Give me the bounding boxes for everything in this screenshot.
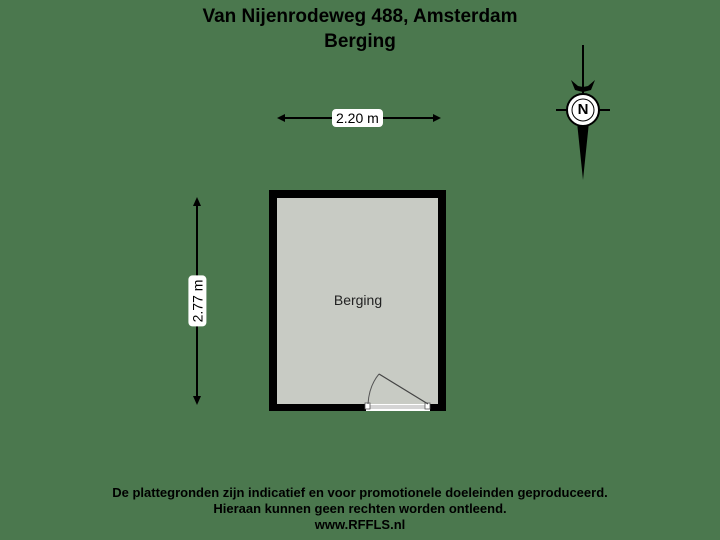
room-label: Berging (333, 292, 383, 308)
height-dimension-label: 2.77 m (188, 275, 207, 327)
website-link: www.RFFLS.nl (314, 517, 406, 532)
disclaimer-line-2: Hieraan kunnen geen rechten worden ontle… (213, 501, 507, 516)
disclaimer-line-1: De plattegronden zijn indicatief en voor… (112, 485, 608, 500)
door-swing-arc (367, 373, 380, 405)
room-berging (269, 190, 446, 411)
address-title: Van Nijenrodeweg 488, Amsterdam (202, 6, 518, 27)
north-compass-icon (556, 45, 610, 180)
door-leaf (378, 373, 429, 405)
width-dimension-label: 2.20 m (332, 109, 383, 127)
compass-north-label: N (577, 101, 589, 118)
floor-title: Berging (324, 31, 396, 52)
